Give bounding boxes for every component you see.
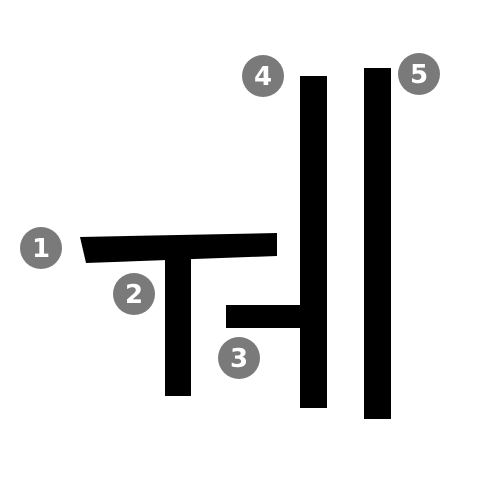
stroke-4-vertical-long: [300, 76, 327, 408]
stroke-2-vertical: [165, 258, 191, 396]
stroke-order-badge-2: 2: [113, 273, 155, 315]
stroke-5-vertical-long: [364, 68, 391, 419]
badge-number: 2: [125, 280, 143, 310]
stroke-1-horizontal: [80, 233, 277, 263]
stroke-order-badge-5: 5: [398, 53, 440, 95]
badge-number: 4: [254, 62, 272, 92]
stroke-order-badge-4: 4: [242, 55, 284, 97]
stroke-3-horizontal-short: [226, 305, 310, 328]
stroke-order-badge-1: 1: [20, 227, 62, 269]
badge-number: 1: [32, 234, 50, 264]
stroke-order-badge-3: 3: [218, 337, 260, 379]
badge-number: 5: [410, 60, 428, 90]
badge-number: 3: [230, 344, 248, 374]
